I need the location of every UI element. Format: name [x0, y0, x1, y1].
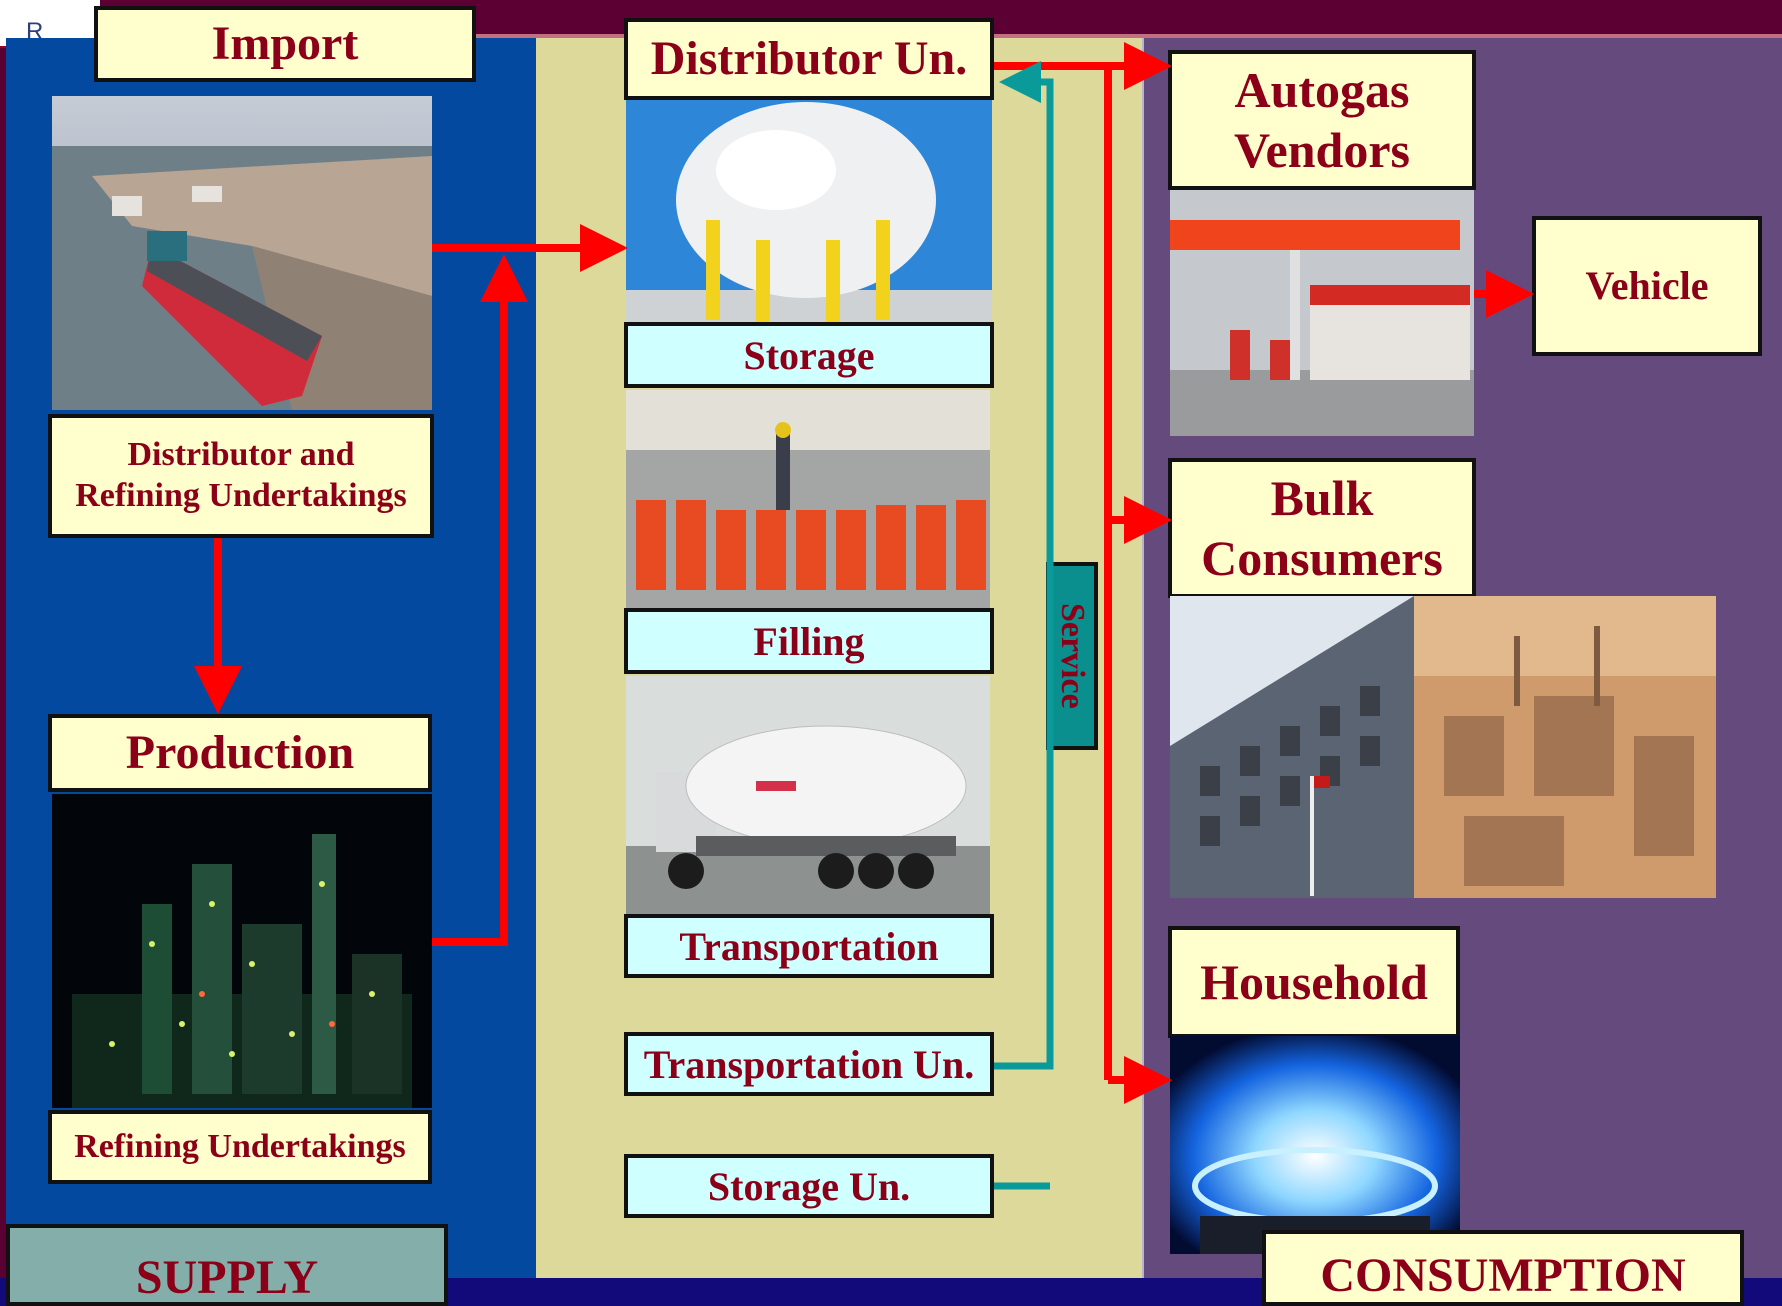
bulk-line1: Bulk: [1270, 470, 1374, 526]
autogas-line2: Vendors: [1234, 122, 1410, 178]
service-label: Service: [1046, 562, 1098, 750]
vehicle-label: Vehicle: [1532, 216, 1762, 356]
filling-label: Filling: [624, 608, 994, 674]
refining-label: Refining Undertakings: [48, 1110, 432, 1184]
transportation-un-label: Transportation Un.: [624, 1032, 994, 1096]
autogas-vendors-label: Autogas Vendors: [1168, 50, 1476, 190]
industrial-site-image: [1414, 596, 1716, 898]
production-to-distributor-arrow: [432, 254, 528, 946]
bulk-line2: Consumers: [1201, 530, 1443, 586]
hotel-building-image: [1170, 596, 1414, 898]
gas-station-image: [1170, 190, 1474, 436]
autogas-line1: Autogas: [1234, 62, 1410, 118]
import-label: Import: [94, 6, 476, 82]
production-label: Production: [48, 714, 432, 792]
tanker-port-image: [52, 96, 432, 410]
consumption-section-label: CONSUMPTION: [1262, 1230, 1744, 1306]
distributor-label: Distributor Un.: [624, 18, 994, 100]
filling-plant-image: [626, 390, 990, 608]
bulk-consumers-label: Bulk Consumers: [1168, 458, 1476, 598]
distributor-refining-label: Distributor and Refining Undertakings: [48, 414, 434, 538]
distributor-refining-line2: Refining Undertakings: [75, 477, 407, 514]
service-line: [994, 61, 1054, 1070]
household-label: Household: [1168, 926, 1460, 1038]
storage-sphere-image: [626, 100, 992, 322]
supply-section-label: SUPPLY: [6, 1224, 448, 1306]
transportation-label: Transportation: [624, 914, 994, 978]
distributor-refining-line1: Distributor and: [127, 436, 355, 474]
refinery-night-image: [52, 794, 432, 1108]
tanker-truck-image: [626, 676, 990, 916]
storage-label: Storage: [624, 322, 994, 388]
storage-un-label: Storage Un.: [624, 1154, 994, 1218]
